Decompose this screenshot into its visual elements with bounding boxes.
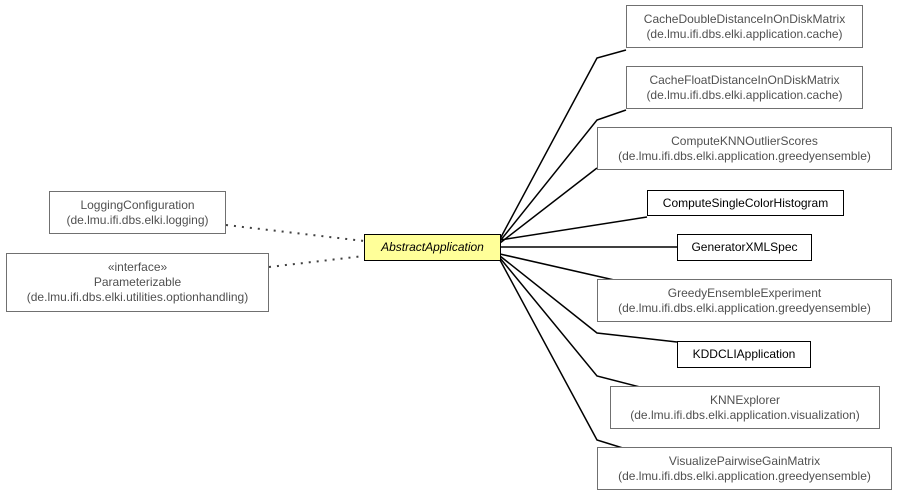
edge-knn-explorer (499, 257, 641, 388)
class-package: (de.lmu.ifi.dbs.elki.application.greedye… (618, 300, 871, 315)
class-name: LoggingConfiguration (80, 197, 195, 212)
edge-cache-float-distance (499, 109, 627, 242)
class-package: (de.lmu.ifi.dbs.elki.application.visuali… (630, 407, 860, 422)
class-parameterizable[interactable]: «interface» Parameterizable (de.lmu.ifi.… (6, 253, 269, 312)
class-package: (de.lmu.ifi.dbs.elki.application.greedye… (618, 148, 871, 163)
class-package: (de.lmu.ifi.dbs.elki.logging) (66, 212, 209, 227)
class-cache-float-distance[interactable]: CacheFloatDistanceInOnDiskMatrix (de.lmu… (626, 66, 863, 109)
class-name: ComputeSingleColorHistogram (662, 195, 829, 210)
class-compute-knn-outlier-scores[interactable]: ComputeKNNOutlierScores (de.lmu.ifi.dbs.… (597, 127, 892, 170)
edge-cache-double-distance (499, 49, 627, 240)
edge-parameterizable (268, 255, 365, 268)
class-name: KDDCLIApplication (692, 347, 796, 361)
class-greedy-ensemble-experiment[interactable]: GreedyEnsembleExperiment (de.lmu.ifi.dbs… (597, 279, 892, 322)
class-stereotype: «interface» (107, 260, 168, 274)
class-name: ComputeKNNOutlierScores (671, 133, 818, 148)
edge-kddcli-application (499, 255, 678, 343)
class-package: (de.lmu.ifi.dbs.elki.application.greedye… (618, 468, 871, 483)
edge-greedy-ensemble-experiment (499, 253, 624, 283)
class-name: VisualizePairwiseGainMatrix (668, 453, 821, 468)
class-cache-double-distance[interactable]: CacheDoubleDistanceInOnDiskMatrix (de.lm… (626, 5, 863, 48)
class-name: GeneratorXMLSpec (691, 240, 798, 254)
edge-compute-single-color-histogram (499, 216, 648, 241)
edge-logging-configuration (225, 224, 365, 242)
class-name: Parameterizable (93, 275, 182, 289)
edge-visualize-pairwise-gain-matrix (499, 259, 627, 450)
class-abstract-application[interactable]: AbstractApplication (364, 234, 501, 261)
edge-compute-knn-outlier-scores (499, 167, 598, 244)
class-name: CacheDoubleDistanceInOnDiskMatrix (643, 11, 846, 26)
class-name: KNNExplorer (709, 392, 781, 407)
class-name: GreedyEnsembleExperiment (667, 285, 822, 300)
class-name: CacheFloatDistanceInOnDiskMatrix (649, 72, 840, 87)
class-package: (de.lmu.ifi.dbs.elki.application.cache) (646, 87, 843, 102)
class-knn-explorer[interactable]: KNNExplorer (de.lmu.ifi.dbs.elki.applica… (610, 386, 880, 429)
class-kddcli-application[interactable]: KDDCLIApplication (677, 341, 811, 368)
class-package: (de.lmu.ifi.dbs.elki.application.cache) (646, 26, 843, 41)
class-compute-single-color-histogram[interactable]: ComputeSingleColorHistogram (647, 190, 844, 216)
class-logging-configuration[interactable]: LoggingConfiguration (de.lmu.ifi.dbs.elk… (49, 191, 226, 234)
class-visualize-pairwise-gain-matrix[interactable]: VisualizePairwiseGainMatrix (de.lmu.ifi.… (597, 447, 892, 490)
class-generator-xml-spec[interactable]: GeneratorXMLSpec (677, 234, 812, 261)
class-package: (de.lmu.ifi.dbs.elki.utilities.optionhan… (26, 290, 249, 304)
class-name: AbstractApplication (381, 240, 484, 254)
